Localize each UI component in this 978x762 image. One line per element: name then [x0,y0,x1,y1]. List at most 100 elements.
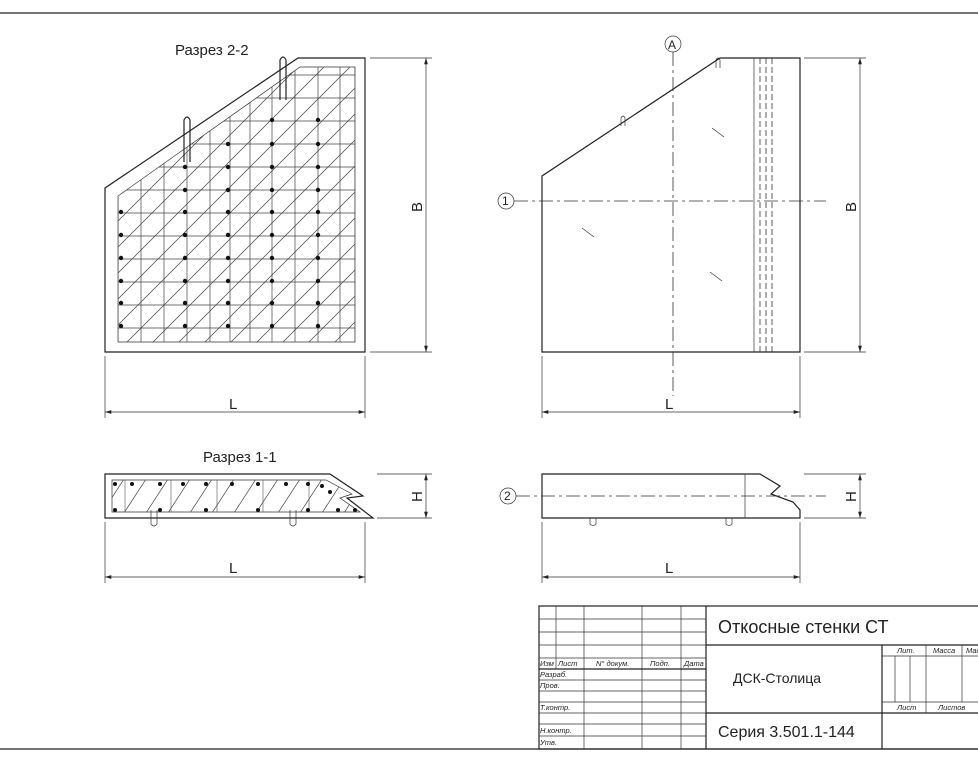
rebar-point [118,278,124,284]
rebar-point [158,508,162,512]
rebar-point [225,323,231,329]
hatch-line [0,52,105,352]
series-name: Серия 3.501.1-144 [718,724,855,741]
rebar-point [284,482,288,486]
rebar-point [118,209,124,215]
rebar-point [256,482,260,486]
hatch-line [275,480,303,512]
section-1-1-hatch [112,476,390,516]
rebar-point [158,482,162,486]
loop-stub-2 [715,57,721,68]
rebar-point [225,300,231,306]
hatch-line [142,67,355,342]
bottom-view-outline [541,473,801,519]
rebar-point [315,117,321,123]
title-block-frame [538,605,978,750]
hatch-line [118,67,355,342]
axis-A-label: A [668,38,676,52]
hatch-line [194,67,355,342]
hatch-line [187,480,215,512]
hatch-line [403,52,703,352]
section-1-1-loop-2 [289,510,297,527]
rebar-point [182,278,188,284]
title-block: Изм Лист N° докум. Подп. Дата Разраб. Пр… [538,605,978,750]
surface-mark-3 [709,271,723,282]
hatch-line [168,67,355,342]
rebar-point [118,300,124,306]
hatch-line [118,67,288,342]
rebar-point [328,490,332,494]
rebar-point [269,141,275,147]
rebar-point [225,164,231,170]
row-razrab: Разраб. [540,670,567,679]
hatch-line [324,67,355,342]
front-view: A 1 L B [497,35,866,418]
rebar-point [306,508,310,512]
hatch-line [246,67,355,342]
row-prov: Пров. [540,681,560,690]
section-2-2-outline [104,57,366,353]
hatch-line [364,476,390,516]
surface-mark-2 [581,227,595,238]
bottom-view-loop-1 [589,518,597,526]
section-1-1-outline [104,473,375,519]
rebar-point [182,323,188,329]
lifting-loop-2 [279,56,287,100]
row-utv: Утв. [539,738,557,747]
hatch-line [121,480,149,512]
rebar-point [353,508,357,512]
hatch-line [118,67,184,342]
dim-B-label: B [409,202,426,212]
sheet-label: Лист [896,703,916,712]
bottom-view: 2 L H [499,473,866,583]
hatch-line [231,480,259,512]
rebar-point [225,141,231,147]
section-1-1-loop-1 [150,510,158,527]
rebar-point [256,508,260,512]
rebar-point [269,255,275,261]
rebar-point [113,482,117,486]
rebar-point [182,255,188,261]
section-2-2-label: Разрез 2-2 [175,42,249,59]
rebar-point [225,209,231,215]
axis-2-marker [499,487,517,505]
rebar-point [269,117,275,123]
axis-2-label: 2 [504,489,511,503]
rebar-point [336,508,340,512]
rebar-point [269,323,275,329]
section-1-1: Разрез 1-1 L H [104,449,432,583]
rebar-point [204,508,208,512]
bottom-dim-L-label: L [665,560,673,577]
section-2-2-inner-outline [117,66,356,343]
dim-L-label: L [229,396,237,413]
loop-stub-1 [620,115,626,126]
rebar-point [269,164,275,170]
rebar-point [315,141,321,147]
rebar-point [320,484,324,488]
rebar-point [225,278,231,284]
drawing-title: Откосные стенки СТ [718,617,889,637]
row-nkontr: Н.контр. [540,726,572,735]
row-tkontr: Т.контр. [540,703,570,712]
scale-label: Масштаб [966,646,978,655]
hatch-line [118,67,340,342]
rebar-point [269,278,275,284]
rebar-point [225,187,231,193]
rebar-point [230,482,234,486]
hatch-line [220,67,355,342]
hatch-line [143,480,171,512]
section-1-1-label: Разрез 1-1 [203,449,277,466]
organization-name: ДСК-Столица [733,670,821,686]
sheets-label: Листов [937,703,965,712]
rebar-point [315,323,321,329]
rebar-point [315,209,321,215]
rebar-point [118,323,124,329]
rebar-point [315,164,321,170]
rebar-point [315,255,321,261]
axis-1-label: 1 [502,194,509,208]
lifting-loop-1 [183,116,191,162]
sec11-dim-H-label: H [409,491,426,502]
lit-label: Лит. [896,646,915,655]
col-sign: Подп. [650,659,670,668]
